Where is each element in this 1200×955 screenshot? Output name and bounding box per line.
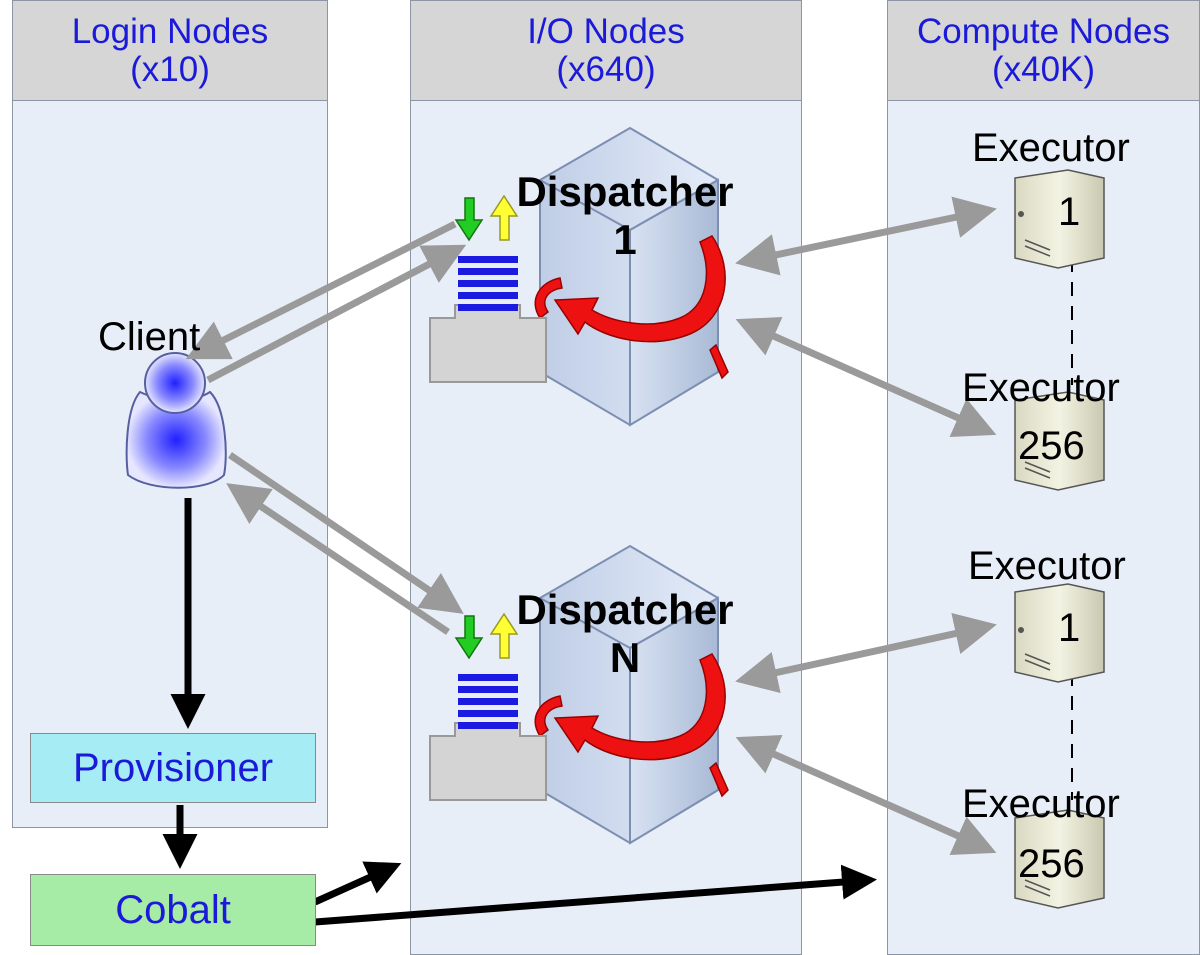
executor-256-top-id: 256 xyxy=(1018,424,1085,468)
dispatcher-executor-arrow xyxy=(735,196,997,276)
executor-1-top-name: Executor xyxy=(972,126,1130,170)
client-to-dispatcher-arrow xyxy=(228,452,464,614)
compute-nodes-title: Compute Nodes xyxy=(917,11,1170,51)
executor-256-bottom-id: 256 xyxy=(1018,842,1085,886)
dispatcher-1-id: 1 xyxy=(613,216,637,263)
up-arrow-icon xyxy=(489,612,519,659)
dispatcher-n-name: Dispatcher xyxy=(516,586,734,633)
server-icon xyxy=(1014,169,1105,269)
io-nodes-title: I/O Nodes xyxy=(527,11,685,51)
dispatcher-executor-arrow xyxy=(735,316,997,438)
cobalt-box[interactable]: Cobalt xyxy=(30,874,316,946)
compute-nodes-count: (x40K) xyxy=(991,49,1096,89)
user-icon xyxy=(125,352,227,489)
dispatcher-executor-arrow xyxy=(735,734,997,856)
client-to-dispatcher-arrow xyxy=(206,244,467,384)
executor-256-top-name: Executor xyxy=(962,366,1120,410)
dispatcher-executor-arrow xyxy=(735,612,997,694)
login-nodes-column: Login Nodes (x10) xyxy=(12,0,328,828)
provisioner-box[interactable]: Provisioner xyxy=(30,733,316,803)
down-arrow-icon xyxy=(454,197,484,242)
dispatcher-1-name: Dispatcher xyxy=(516,168,734,215)
executor-1-top-id: 1 xyxy=(1058,190,1081,234)
dispatcher-n-shape xyxy=(539,544,719,845)
client-to-dispatcher-arrow xyxy=(185,220,457,360)
client-to-dispatcher-arrow xyxy=(226,483,450,635)
cobalt-to-compute-arrow xyxy=(314,864,877,926)
login-nodes-title: Login Nodes xyxy=(71,11,269,51)
loop-arrow-icon xyxy=(534,653,729,798)
client-label: Client xyxy=(98,315,201,359)
server-icon xyxy=(1014,391,1105,491)
cobalt-to-io-arrow xyxy=(313,861,402,906)
queue-icon xyxy=(429,674,547,801)
login-nodes-count: (x10) xyxy=(130,49,210,89)
dispatcher-n-id: N xyxy=(609,634,641,681)
io-nodes-count: (x640) xyxy=(556,49,656,89)
up-arrow-icon xyxy=(489,194,519,241)
down-arrow-icon xyxy=(454,615,484,660)
executor-1-bottom-name: Executor xyxy=(968,544,1126,588)
dispatcher-n-label: Dispatcher N xyxy=(480,586,770,682)
dispatcher-1-shape xyxy=(539,126,719,427)
dispatcher-1-label: Dispatcher 1 xyxy=(480,168,770,264)
queue-icon xyxy=(429,256,547,383)
server-icon xyxy=(1014,809,1105,909)
compute-nodes-header: Compute Nodes (x40K) xyxy=(888,1,1199,101)
io-nodes-header: I/O Nodes (x640) xyxy=(411,1,801,101)
executor-256-bottom-name: Executor xyxy=(962,782,1120,826)
login-nodes-header: Login Nodes (x10) xyxy=(13,1,327,101)
executor-1-bottom-id: 1 xyxy=(1058,606,1081,650)
loop-arrow-icon xyxy=(534,235,729,380)
server-icon xyxy=(1014,583,1105,683)
